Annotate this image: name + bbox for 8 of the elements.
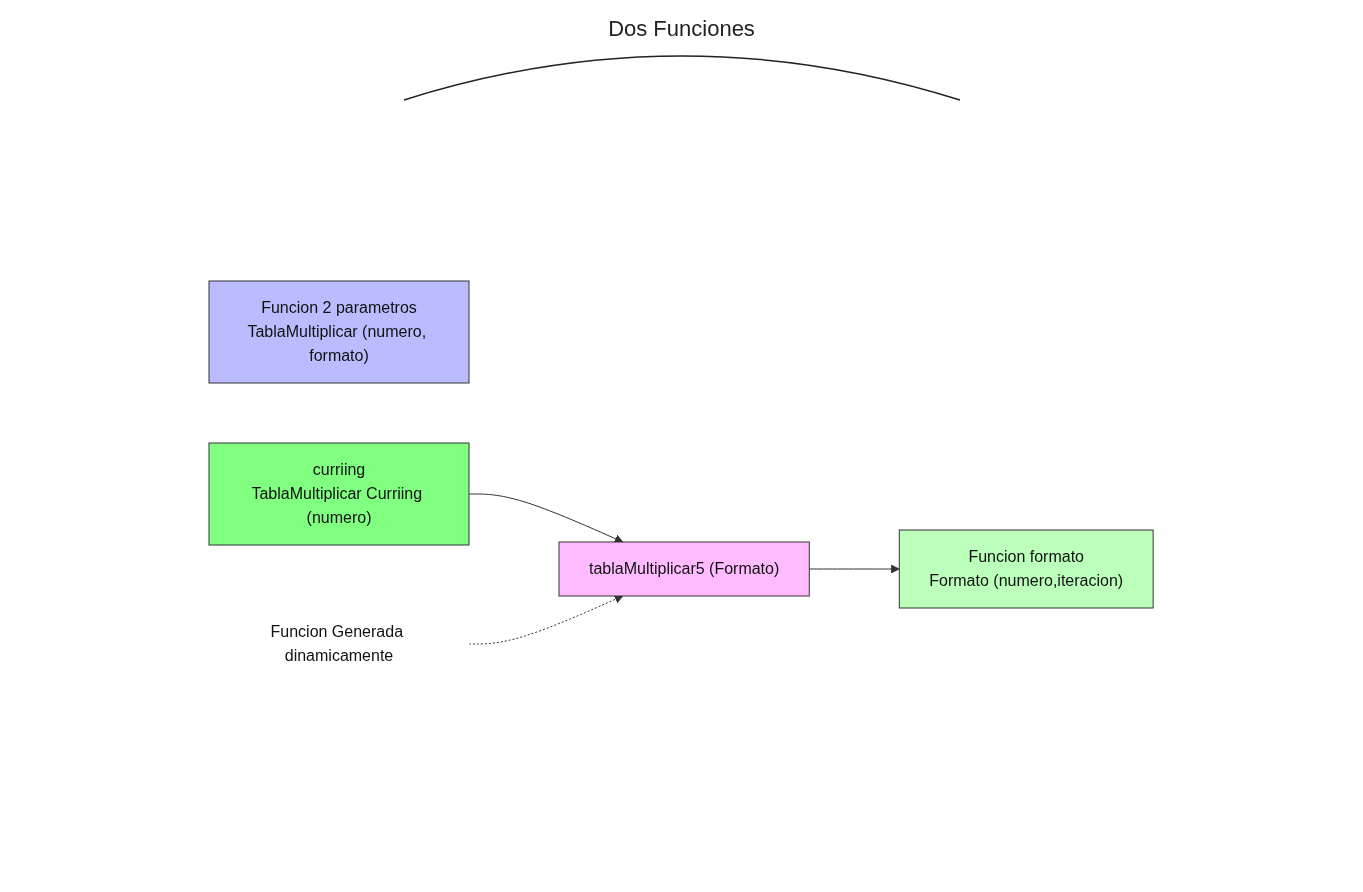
arrow xyxy=(809,564,901,574)
node-box: curriing TablaMultiplicar Curriing (numero) xyxy=(208,442,470,546)
node-box: Funcion formato Formato (numero,iteracion) xyxy=(899,529,1155,609)
node-box: tablaMultiplicar5 (Formato) xyxy=(558,541,811,597)
node-text: Funcion Generada dinamicamente xyxy=(270,623,404,664)
arrow xyxy=(468,493,624,543)
node-box: Funcion 2 parametros TablaMultiplicar (numero, formato) xyxy=(208,280,470,384)
group-label: Dos Funciones xyxy=(608,16,755,42)
